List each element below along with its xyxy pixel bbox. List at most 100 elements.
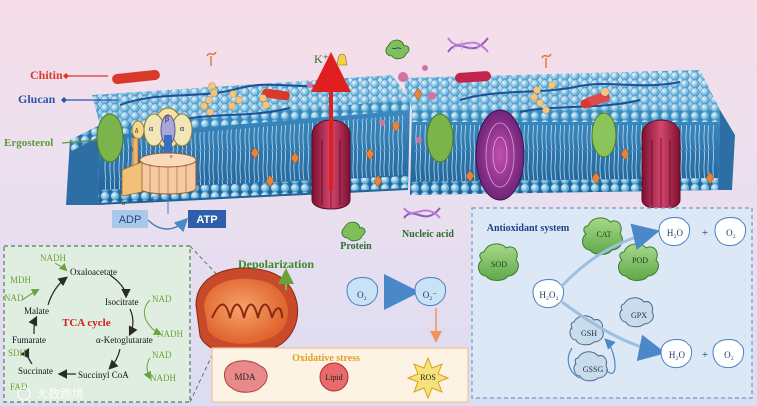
channel-protein-right bbox=[641, 119, 681, 210]
mitochondrion bbox=[195, 267, 299, 356]
tca-fumarate: Fumarate bbox=[12, 335, 46, 345]
chitin-fibers bbox=[112, 70, 610, 109]
protein-label: Protein bbox=[340, 241, 372, 252]
h2o2-label: H₂O₂ bbox=[539, 290, 558, 300]
o2-blob-bottom bbox=[712, 339, 745, 369]
subunit-a: a bbox=[122, 199, 126, 207]
gsh-cycle-arc bbox=[567, 347, 581, 379]
subunit-b: b bbox=[130, 146, 134, 154]
plus-top: + bbox=[702, 227, 708, 239]
tca-succinyl-coa: Succinyl CoA bbox=[78, 370, 129, 380]
glucan-strands bbox=[119, 81, 681, 121]
gssg-to-gsh-arrow bbox=[604, 338, 616, 374]
h2o-label-bottom: H₂O bbox=[669, 350, 686, 360]
o2-blob bbox=[346, 277, 379, 307]
glucan-label: Glucan bbox=[18, 92, 56, 106]
antioxidant-title: Antioxidant system bbox=[487, 223, 570, 234]
superoxide-label: O₂⁻ bbox=[423, 290, 438, 300]
superoxide-blob bbox=[414, 277, 447, 307]
atp-label: ATP bbox=[196, 214, 217, 226]
potassium-label: K⁺ bbox=[314, 52, 329, 66]
protein-leak-icon bbox=[341, 221, 366, 242]
gpx-shape bbox=[619, 297, 654, 328]
tca-sdh: SDH bbox=[8, 348, 27, 358]
o2-label-top: O₂ bbox=[726, 228, 736, 238]
ion-bell-icon bbox=[336, 53, 348, 66]
mda-shape bbox=[224, 360, 268, 393]
tca-nad-right-1: NAD bbox=[152, 294, 172, 304]
plus-bottom: + bbox=[702, 349, 708, 361]
tca-fad: FAD bbox=[10, 382, 28, 392]
adp-box bbox=[112, 210, 148, 228]
side-chain-marks bbox=[206, 51, 552, 68]
adp-to-atp-arrow bbox=[147, 217, 189, 233]
gsh-label: GSH bbox=[581, 329, 597, 338]
subunit-delta: δ bbox=[135, 127, 139, 135]
cat-label: CAT bbox=[596, 230, 611, 239]
nucleic-acid-icon bbox=[403, 207, 441, 219]
glucan-leader-dot bbox=[61, 97, 67, 103]
purple-protein bbox=[475, 109, 525, 201]
sod-label: SOD bbox=[491, 260, 507, 269]
watermark: 大数跨境 bbox=[36, 386, 84, 401]
bead-chains bbox=[200, 81, 556, 116]
nucleic-acid-label: Nucleic acid bbox=[402, 229, 454, 240]
depolarization-label: Depolarization bbox=[238, 257, 314, 271]
oxidative-stress-title: Oxidative stress bbox=[292, 353, 360, 364]
tca-isocitrate: Isocitrate bbox=[105, 297, 138, 307]
h2o-blob-top bbox=[658, 217, 691, 247]
tca-cofactor-arrows bbox=[21, 262, 162, 380]
ergosterol-leader bbox=[61, 139, 99, 144]
lipid-shape bbox=[319, 362, 349, 392]
mda-label: MDA bbox=[234, 372, 256, 382]
tca-nadh-top: NADH bbox=[40, 253, 66, 263]
adp-label: ADP bbox=[119, 214, 142, 226]
h2o-label-top: H₂O bbox=[667, 228, 684, 238]
gpx-label: GPX bbox=[631, 311, 647, 320]
h2o2-to-gpx-products-arrow bbox=[561, 300, 666, 362]
o2-blob-top bbox=[714, 217, 747, 247]
watermark-logo-icon bbox=[17, 387, 31, 401]
tca-nad-right-2: NAD bbox=[152, 350, 172, 360]
tca-ketoglutarate: α-Ketoglutarate bbox=[96, 335, 153, 345]
chitin-leader-dot bbox=[63, 73, 69, 79]
o2-label-bottom: O₂ bbox=[724, 350, 734, 360]
damaged-lipid bbox=[586, 88, 610, 106]
chitin-label: Chitin bbox=[30, 68, 63, 82]
gssg-shape bbox=[573, 351, 608, 382]
ergosterol-label: Ergosterol bbox=[4, 137, 53, 149]
subunit-alpha-left: α bbox=[149, 124, 154, 133]
subunit-c: c bbox=[152, 194, 155, 202]
h2o2-to-cat-products-arrow bbox=[560, 223, 660, 288]
subunit-beta: β bbox=[165, 114, 169, 123]
h2o2-blob bbox=[532, 279, 565, 309]
subunit-e: e bbox=[170, 154, 173, 160]
tca-mdh: MDH bbox=[10, 275, 32, 285]
ros-label: ROS bbox=[420, 373, 436, 382]
tca-nadh-right-2: NADH bbox=[150, 373, 176, 383]
o2-label: O₂ bbox=[357, 290, 367, 300]
pod-label: POD bbox=[632, 256, 648, 265]
embedded-diamonds bbox=[250, 87, 715, 188]
tca-nad-left: NAD bbox=[4, 293, 24, 303]
lipid-label: Lipid bbox=[325, 373, 342, 382]
h2o-blob-bottom bbox=[660, 339, 693, 369]
tca-oxaloacetate: Oxaloacetate bbox=[70, 267, 117, 277]
tca-nadh-right-1: NADH bbox=[157, 329, 183, 339]
atp-synthase bbox=[121, 107, 197, 197]
protein-blob-icon bbox=[385, 39, 410, 60]
atp-box bbox=[188, 210, 226, 228]
tca-cycle-arrows bbox=[20, 274, 138, 379]
gssg-label: GSSG bbox=[583, 365, 604, 374]
dna-helix-icon bbox=[447, 37, 489, 53]
tca-malate: Malate bbox=[24, 306, 49, 316]
cat-enzyme bbox=[582, 217, 623, 255]
tca-title: TCA cycle bbox=[62, 317, 111, 329]
ros-burst-shape bbox=[406, 356, 450, 400]
ergosterol-proteins bbox=[96, 112, 617, 163]
tca-succinate: Succinate bbox=[18, 366, 53, 376]
sod-enzyme bbox=[478, 243, 519, 281]
subunit-alpha-right: α bbox=[180, 124, 185, 133]
